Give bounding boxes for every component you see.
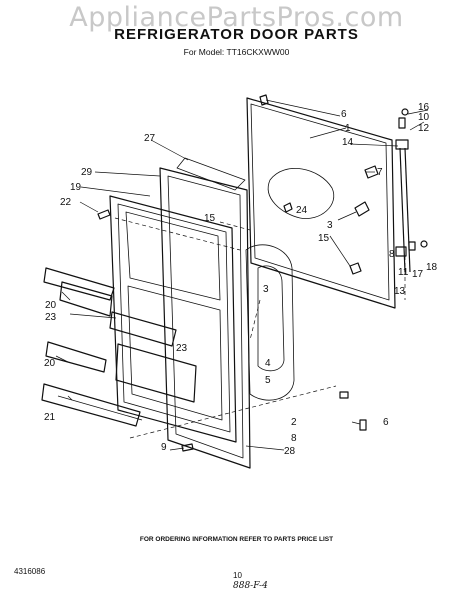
callout-15-right: 15 [318, 233, 330, 244]
callout-4: 4 [265, 358, 271, 369]
part-24-clip [283, 202, 293, 213]
callout-10: 10 [418, 112, 430, 123]
outer-door-panel [246, 97, 396, 309]
callout-1: 1 [345, 123, 351, 134]
part-3-bracket [354, 201, 370, 217]
page-title: REFRIGERATOR DOOR PARTS [114, 26, 359, 43]
callout-8-bottom: 8 [291, 433, 297, 444]
callout-8-hinge: 8 [389, 249, 395, 260]
document-number: 4316086 [14, 567, 46, 576]
model-subtitle: For Model: TT16CKXWW00 [183, 47, 290, 57]
callout-20-top: 20 [45, 300, 57, 311]
callout-28: 28 [284, 446, 296, 457]
hinge-assembly [395, 108, 428, 273]
callout-17: 17 [412, 269, 424, 280]
part-7-bracket [364, 165, 379, 179]
inner-door-liner [109, 195, 237, 443]
watermark: AppliancePartsPros.com [69, 2, 404, 33]
inner-panel-oval [257, 265, 285, 372]
callout-7: 7 [377, 167, 383, 178]
ordering-note: FOR ORDERING INFORMATION REFER TO PARTS … [139, 536, 334, 543]
callout-5: 5 [265, 375, 271, 386]
callout-6-bottom: 6 [383, 417, 389, 428]
page-number: 10 [233, 571, 242, 580]
screw-bottom [359, 419, 367, 431]
screw-top [259, 94, 269, 106]
callout-20-mid: 20 [44, 358, 56, 369]
callout-18: 18 [426, 262, 438, 273]
callout-22: 22 [60, 197, 72, 208]
callout-15-left: 15 [204, 213, 216, 224]
insulation-patch [267, 168, 335, 219]
callout-16: 16 [418, 102, 430, 113]
callout-11: 11 [398, 267, 409, 278]
door-shelf-bottom [41, 383, 143, 427]
callout-23-mid: 23 [176, 343, 188, 354]
callout-23-top: 23 [45, 312, 57, 323]
callout-2: 2 [291, 417, 297, 428]
callout-3-inner: 3 [263, 284, 269, 295]
inner-panel-insulation [245, 244, 295, 401]
callout-14: 14 [342, 137, 354, 148]
callout-12: 12 [418, 123, 430, 134]
callout-9: 9 [161, 442, 167, 453]
part-8-bracket [339, 391, 349, 399]
screw-22 [97, 209, 111, 220]
callout-29: 29 [81, 167, 93, 178]
door-shelf-top [43, 267, 115, 317]
callout-6-top: 6 [341, 109, 347, 120]
callout-19: 19 [70, 182, 82, 193]
door-shelf-middle [45, 311, 177, 373]
callout-3-right: 3 [327, 220, 333, 231]
door-shelf-lower [115, 343, 197, 403]
part-15-stop [349, 262, 362, 275]
handwritten-note: 888-F-4 [233, 581, 268, 591]
callout-13: 13 [394, 286, 406, 297]
screw-9 [181, 443, 194, 452]
top-foam-strip [176, 157, 246, 191]
callout-21: 21 [44, 412, 56, 423]
callout-labels: 16 10 12 6 1 14 27 7 29 19 24 22 15 3 15… [44, 102, 438, 457]
door-gasket [159, 167, 251, 469]
callout-27: 27 [144, 133, 156, 144]
callout-24: 24 [296, 205, 308, 216]
